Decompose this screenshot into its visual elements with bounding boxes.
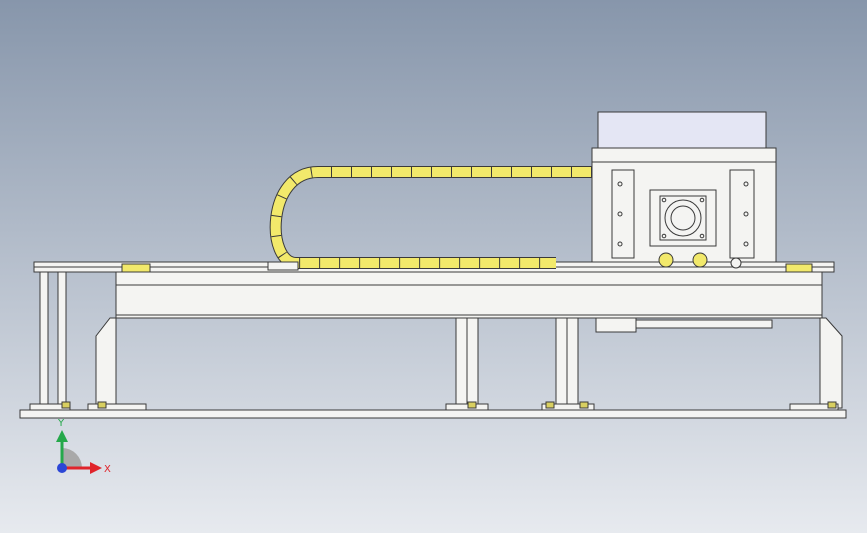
triad-z-axis bbox=[57, 463, 67, 473]
coordinate-triad: Y X bbox=[56, 418, 111, 475]
triad-arc bbox=[62, 448, 82, 468]
right-post-foot bbox=[541, 403, 595, 411]
gusset-left bbox=[95, 317, 117, 409]
carriage-side-left bbox=[611, 169, 635, 259]
triad-x-arrow bbox=[90, 462, 102, 474]
foot-pad-2 bbox=[97, 401, 107, 409]
cable-chain-mount bbox=[267, 261, 299, 271]
drive-wheel-left bbox=[658, 252, 674, 268]
base-plate bbox=[19, 409, 847, 419]
gusset-right bbox=[819, 317, 843, 409]
triad-y-arrow bbox=[56, 430, 68, 442]
gearbox-shaft bbox=[670, 205, 696, 231]
gearbox-bolt-2 bbox=[699, 197, 705, 203]
cylinder-rod bbox=[635, 319, 773, 329]
leg-left-outer bbox=[39, 271, 49, 411]
carriage-side-right bbox=[729, 169, 755, 259]
main-beam bbox=[115, 271, 823, 319]
carriage-bolt-5 bbox=[743, 211, 749, 217]
gearbox-bolt-1 bbox=[661, 197, 667, 203]
foot-pad-6 bbox=[827, 401, 837, 409]
foot-pad-4 bbox=[545, 401, 555, 409]
carriage-bolt-1 bbox=[617, 181, 623, 187]
gusset-right-foot bbox=[789, 403, 839, 411]
leg-left-inner bbox=[57, 271, 67, 411]
motor-flange bbox=[591, 147, 777, 163]
foot-pad-5 bbox=[579, 401, 589, 409]
motor-cover bbox=[597, 111, 767, 149]
foot-pad-3 bbox=[467, 401, 477, 409]
foot-pad-1 bbox=[61, 401, 71, 409]
carriage-bolt-3 bbox=[617, 241, 623, 247]
triad-y-label: Y bbox=[57, 418, 65, 429]
cable-chain bbox=[267, 166, 592, 271]
carriage-bolt-2 bbox=[617, 211, 623, 217]
carriage-bolt-4 bbox=[743, 181, 749, 187]
carriage-bolt-6 bbox=[743, 241, 749, 247]
rail-stop-right bbox=[785, 263, 813, 273]
cylinder-body bbox=[595, 317, 637, 333]
triad-x-label: X bbox=[104, 464, 111, 475]
drive-wheel-right bbox=[692, 252, 708, 268]
gearbox-bolt-4 bbox=[699, 233, 705, 239]
gearbox-bolt-3 bbox=[661, 233, 667, 239]
rail-stop-left bbox=[121, 263, 151, 273]
center-post-foot bbox=[445, 403, 489, 411]
tension-roller bbox=[730, 257, 742, 269]
gusset-left-foot bbox=[87, 403, 147, 411]
